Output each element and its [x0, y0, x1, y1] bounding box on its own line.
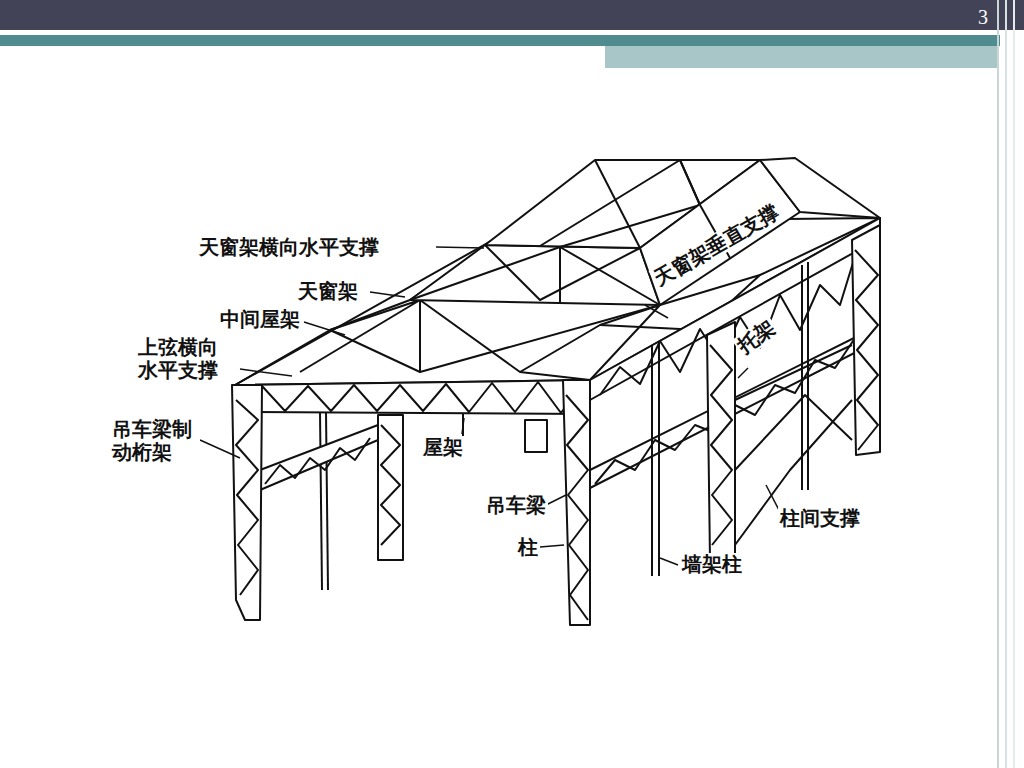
part-label: 吊车梁 — [484, 494, 548, 517]
part-label: 柱间支撑 — [778, 507, 862, 530]
page-number: 3 — [978, 6, 988, 29]
part-label: 吊车梁制 动桁架 — [110, 418, 200, 464]
part-label: 天窗架 — [296, 280, 360, 303]
part-label: 上弦横向 水平支撑 — [136, 336, 226, 382]
part-label: 墙架柱 — [680, 553, 744, 576]
part-label: 托架 — [732, 315, 781, 359]
part-label: 屋架 — [421, 436, 465, 459]
part-label: 天窗架横向水平支撑 — [197, 236, 381, 259]
part-label: 柱 — [516, 536, 540, 559]
part-label: 中间屋架 — [218, 308, 302, 331]
